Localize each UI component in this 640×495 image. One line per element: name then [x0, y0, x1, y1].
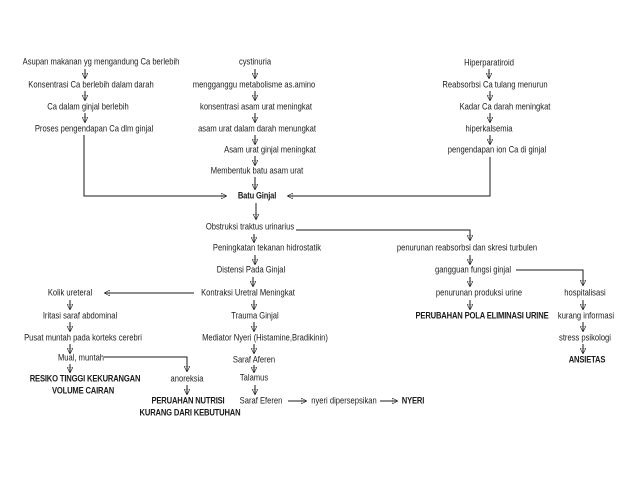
node-mediator-nyeri: Mediator Nyeri (Histamine,Bradikinin) — [202, 332, 328, 344]
node-peningkatan-tekanan: Peningkatan tekanan hidrostatik — [212, 242, 322, 254]
node-perubahan-pola-eliminasi: PERUBAHAN POLA ELIMINASI URINE — [415, 310, 549, 322]
node-mengganggu-metabolisme: mengganggu metabolisme as.amino — [192, 79, 316, 91]
node-membentuk-batu: Membentuk batu asam urat — [210, 165, 304, 177]
node-hospitalisasi: hospitalisasi — [564, 287, 606, 299]
node-perubahan-nutrisi-line2: KURANG DARI KEBUTUHAN — [139, 407, 241, 419]
node-penurunan-reabsorbsi: penurunan reabsorbsi dan skresi turbulen — [396, 242, 538, 254]
node-resiko-kekurangan-volume-line1: RESIKO TINGGI KEKURANGAN — [29, 373, 141, 385]
node-anoreksia: anoreksia — [170, 373, 204, 385]
node-saraf-eferen: Saraf Eferen — [239, 395, 283, 407]
node-gangguan-fungsi: gangguan fungsi ginjal — [434, 264, 512, 276]
node-saraf-aferen: Saraf Aferen — [232, 354, 276, 366]
node-kontraksi-uretral: Kontraksi Uretral Meningkat — [201, 287, 295, 299]
node-stress-psikologi: stress psikologi — [559, 332, 611, 344]
node-proses-pengendapan: Proses pengendapan Ca dlm ginjal — [34, 123, 154, 135]
node-kurang-informasi: kurang informasi — [557, 310, 615, 322]
node-mual-muntah: Mual, muntah — [57, 352, 105, 364]
node-trauma-ginjal: Trauma Ginjal — [231, 310, 279, 322]
node-asam-urat-darah: asam urat dalam darah menungkat — [198, 123, 316, 135]
node-nyeri-diagnosis: NYERI — [401, 395, 425, 407]
node-talamus: Talamus — [239, 372, 269, 384]
node-konsentrasi-asam-urat: konsentrasi asam urat meningkat — [200, 101, 312, 113]
node-batu-ginjal: Batu Ginjal — [237, 190, 277, 202]
node-ca-dalam-ginjal: Ca dalam ginjal berlebih — [47, 101, 129, 113]
flow-arrows — [70, 69, 583, 401]
node-penurunan-produksi: penurunan produksi urine — [435, 287, 523, 299]
node-kadar-ca: Kadar Ca darah meningkat — [459, 101, 551, 113]
node-ansietas: ANSIETAS — [568, 354, 606, 366]
node-obstruksi: Obstruksi traktus urinarius — [205, 221, 295, 233]
node-cystinuria: cystinuria — [238, 56, 272, 68]
node-nyeri-dipersepsikan: nyeri dipersepsikan — [311, 395, 377, 407]
node-asupan-makanan: Asupan makanan yg mengandung Ca berlebih — [22, 56, 180, 68]
node-konsentrasi-ca-darah: Konsentrasi Ca berlebih dalam darah — [28, 79, 154, 91]
node-reabsorbsi-ca: Reabsorbsi Ca tulang menurun — [442, 79, 548, 91]
node-hiperkalsemia: hiperkalsemia — [465, 123, 513, 135]
node-pengendapan-ion: pengendapan ion Ca di ginjal — [447, 144, 547, 156]
node-resiko-kekurangan-volume-line2: VOLUME CAIRAN — [51, 385, 115, 397]
node-hiperparatiroid: Hiperparatiroid — [464, 57, 514, 69]
node-perubahan-nutrisi-line1: PERUAHAN NUTRISI — [151, 395, 225, 407]
node-pusat-muntah: Pusat muntah pada korteks cerebri — [24, 332, 142, 344]
node-asam-urat-ginjal: Asam urat ginjal meningkat — [224, 144, 316, 156]
node-distensi: Distensi Pada Ginjal — [216, 264, 286, 276]
node-kolik-ureteral: Kolik ureteral — [47, 287, 93, 299]
node-iritasi-saraf: Iritasi saraf abdominal — [42, 310, 118, 322]
